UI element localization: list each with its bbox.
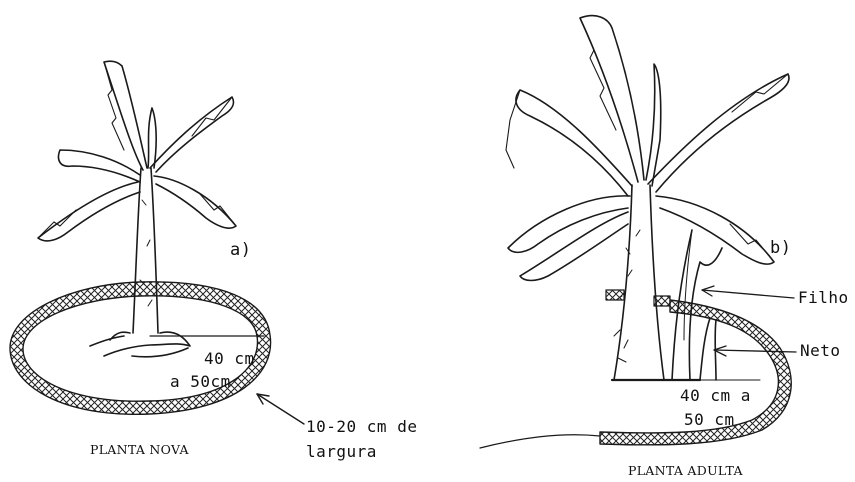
ground-line — [480, 435, 600, 448]
young-plant-illustration — [10, 61, 304, 424]
panel-a-dimension-line2: a 50cm — [170, 372, 231, 391]
label-neto: Neto — [800, 341, 841, 360]
panel-b-letter: b) — [770, 238, 791, 258]
filho-pointer-line — [702, 290, 794, 298]
young-plant-leaf — [59, 150, 141, 182]
adult-plant-leaf — [656, 196, 774, 264]
young-plant-leaf — [38, 182, 140, 241]
adult-plant-mulch-piece — [606, 290, 624, 300]
panel-a-letter: a) — [230, 240, 251, 260]
young-plant-width-arrow — [257, 394, 304, 424]
adult-plant-leaf — [646, 64, 661, 186]
young-plant-leaf — [104, 61, 147, 170]
panel-a-width-note-line2: largura — [306, 442, 377, 461]
young-plant-leaf — [150, 97, 234, 172]
panel-b-caption: PLANTA ADULTA — [628, 463, 743, 478]
panel-b-dimension-line2: 50 cm — [684, 410, 735, 429]
adult-plant-illustration — [480, 16, 796, 448]
young-plant-leaf — [154, 176, 236, 228]
panel-a-caption: PLANTA NOVA — [90, 442, 189, 457]
panel-a-width-note-line1: 10-20 cm de — [306, 417, 417, 436]
sucker-neto — [700, 318, 716, 380]
panel-b-dimension-line1: 40 cm a — [680, 386, 751, 405]
adult-plant-leaf — [648, 74, 789, 192]
panel-a-dimension-line1: 40 cm — [204, 349, 255, 368]
label-filho: Filho — [798, 288, 849, 307]
neto-pointer-line — [714, 350, 796, 352]
young-plant-leaf — [148, 108, 156, 168]
